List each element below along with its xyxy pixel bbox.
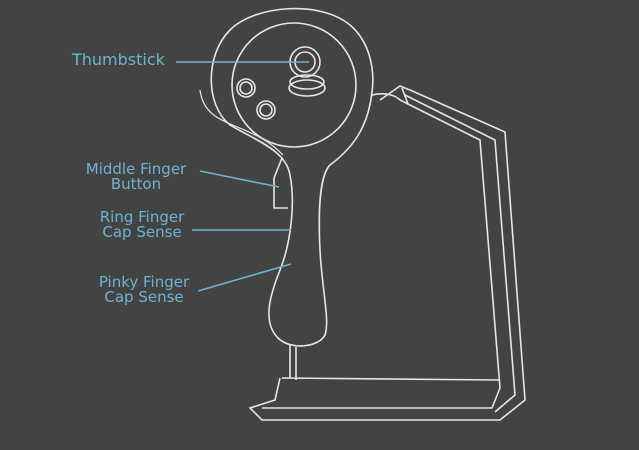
- label-line: Cap Sense: [104, 288, 184, 306]
- middle-finger-button-label: Middle Finger Button: [78, 162, 194, 192]
- label-line: Button: [110, 175, 162, 193]
- controller-body: [199, 7, 401, 380]
- label-line: Cap Sense: [102, 223, 182, 241]
- thumbstick-icon: [288, 46, 326, 97]
- face-buttons: [236, 78, 276, 120]
- label-line: Ring Finger: [99, 208, 185, 226]
- pinky-finger-leader: [197, 263, 292, 292]
- pinky-finger-cap-sense-label: Pinky Finger Cap Sense: [92, 275, 196, 305]
- label-line: Pinky Finger: [98, 273, 190, 291]
- ring-finger-cap-sense-label: Ring Finger Cap Sense: [92, 210, 192, 240]
- thumbstick-label: Thumbstick: [72, 50, 165, 69]
- mount-bracket: [248, 85, 526, 421]
- label-line: Middle Finger: [85, 160, 187, 178]
- middle-finger-leader: [199, 170, 280, 188]
